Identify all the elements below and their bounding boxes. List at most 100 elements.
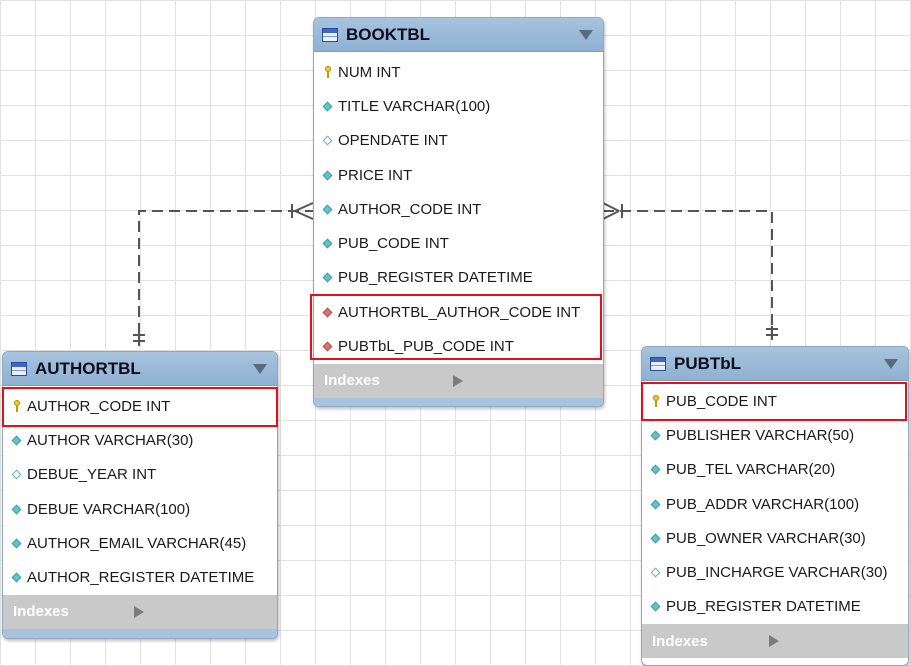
book-right-many-mark [602,202,623,220]
column-label: AUTHOR_CODE INT [338,200,482,218]
pubtbl-primary-key-highlight [641,382,907,421]
table-icon [11,361,27,376]
table-name: AUTHORTBL [35,358,141,378]
column-label: PUB_INCHARGE VARCHAR(30) [666,564,888,582]
column-row[interactable]: PUB_INCHARGE VARCHAR(30) [642,555,908,589]
column-label: DEBUE VARCHAR(100) [27,500,191,518]
column-list: NUM INT TITLE VARCHAR(100) OPENDATE INT PRI… [314,52,603,364]
indexes-section[interactable]: Indexes [642,624,908,659]
booktbl-foreign-keys-highlight [310,294,602,360]
indexes-label: Indexes [652,632,708,650]
column-filled-diamond-icon [322,203,333,215]
column-label: PUB_ADDR VARCHAR(100) [666,495,860,513]
expand-arrow-icon[interactable] [452,374,592,387]
primary-key-icon [650,395,661,408]
column-filled-diamond-icon [11,572,22,584]
pub-one-mark [766,326,778,340]
pubtbl-header[interactable]: PUBTbL [642,347,908,381]
column-filled-diamond-icon [650,601,661,613]
booktbl-table[interactable]: BOOKTBL NUM INT TITLE VARCHAR(100) OPENDAT… [313,17,604,407]
column-label: AUTHORTBL_AUTHOR_CODE INT [338,303,581,321]
column-row[interactable]: PUB_REGISTER DATETIME [314,261,603,295]
column-row[interactable]: PUB_CODE INT [314,226,603,260]
column-row[interactable]: PUBLISHER VARCHAR(50) [642,418,908,452]
column-filled-diamond-icon [11,503,22,515]
primary-key-icon [11,400,22,413]
indexes-label: Indexes [324,372,380,390]
column-filled-diamond-icon [650,532,661,544]
booktbl-header[interactable]: BOOKTBL [314,18,603,52]
column-label: PUBTbL_PUB_CODE INT [338,338,514,356]
column-label: PUB_CODE INT [666,392,777,410]
column-label: AUTHOR_REGISTER DATETIME [27,569,255,587]
column-filled-diamond-icon [322,100,333,112]
column-row[interactable]: AUTHOR VARCHAR(30) [3,423,277,457]
table-name: BOOKTBL [346,24,431,44]
column-row[interactable]: NUM INT [314,55,603,89]
column-list: AUTHOR_CODE INT AUTHOR VARCHAR(30) DEBUE_Y… [3,386,277,595]
author-to-book-relationship-line [138,210,313,334]
column-label: PUB_CODE INT [338,235,449,253]
indexes-label: Indexes [13,603,69,621]
column-label: PUBLISHER VARCHAR(50) [666,426,855,444]
column-row[interactable]: PRICE INT [314,158,603,192]
column-filled-diamond-icon [11,537,22,549]
author-one-mark [133,334,145,346]
column-row[interactable]: AUTHOR_CODE INT [314,192,603,226]
column-row[interactable]: AUTHOR_REGISTER DATETIME [3,560,277,594]
authortbl-primary-key-highlight [2,387,278,427]
column-filled-diamond-icon [650,464,661,476]
column-label: NUM INT [338,63,401,81]
column-row[interactable]: PUBTbL_PUB_CODE INT [314,329,603,363]
column-row[interactable]: DEBUE VARCHAR(100) [3,492,277,526]
column-label: PRICE INT [338,166,413,184]
authortbl-header[interactable]: AUTHORTBL [3,352,277,386]
column-label: DEBUE_YEAR INT [27,466,157,484]
column-label: PUB_OWNER VARCHAR(30) [666,529,866,547]
table-footer [314,397,603,406]
column-row[interactable]: TITLE VARCHAR(100) [314,89,603,123]
column-filled-diamond-icon [322,272,333,284]
column-row[interactable]: AUTHORTBL_AUTHOR_CODE INT [314,295,603,329]
column-row[interactable]: OPENDATE INT [314,124,603,158]
column-label: AUTHOR VARCHAR(30) [27,431,194,449]
expand-arrow-icon[interactable] [769,635,896,648]
column-filled-diamond-icon [650,429,661,441]
column-row[interactable]: AUTHOR_CODE INT [3,389,277,423]
collapse-caret-icon[interactable] [579,29,593,40]
column-label: OPENDATE INT [338,132,448,150]
collapse-caret-icon[interactable] [884,358,898,369]
table-name: PUBTbL [674,353,742,373]
column-hollow-diamond-icon [322,135,333,147]
column-label: AUTHOR_CODE INT [27,397,171,415]
column-label: PUB_TEL VARCHAR(20) [666,461,836,479]
column-row[interactable]: AUTHOR_EMAIL VARCHAR(45) [3,526,277,560]
column-row[interactable]: DEBUE_YEAR INT [3,458,277,492]
book-left-many-mark [291,202,314,220]
column-hollow-diamond-icon [11,469,22,481]
column-label: TITLE VARCHAR(100) [338,97,491,115]
column-row[interactable]: PUB_CODE INT [642,384,908,418]
expand-arrow-icon[interactable] [134,605,265,618]
column-row[interactable]: PUB_OWNER VARCHAR(30) [642,521,908,555]
column-list: PUB_CODE INT PUBLISHER VARCHAR(50) PUB_TEL… [642,381,908,624]
column-filled-diamond-icon [322,238,333,250]
indexes-section[interactable]: Indexes [314,363,603,398]
column-row[interactable]: PUB_ADDR VARCHAR(100) [642,487,908,521]
collapse-caret-icon[interactable] [253,363,267,374]
pub-to-book-relationship-line [603,210,773,334]
column-label: PUB_REGISTER DATETIME [338,269,533,287]
column-label: AUTHOR_EMAIL VARCHAR(45) [27,534,247,552]
indexes-section[interactable]: Indexes [3,594,277,629]
column-filled-diamond-icon [322,169,333,181]
column-filled-diamond-icon [650,498,661,510]
table-icon [322,27,338,42]
table-icon [650,356,666,371]
authortbl-table[interactable]: AUTHORTBL AUTHOR_CODE INT AUTHOR VARCHAR(… [2,351,278,639]
column-row[interactable]: PUB_TEL VARCHAR(20) [642,453,908,487]
column-row[interactable]: PUB_REGISTER DATETIME [642,590,908,624]
primary-key-icon [322,66,333,79]
column-hollow-diamond-icon [650,567,661,579]
column-label: PUB_REGISTER DATETIME [666,598,861,616]
table-footer [3,628,277,638]
